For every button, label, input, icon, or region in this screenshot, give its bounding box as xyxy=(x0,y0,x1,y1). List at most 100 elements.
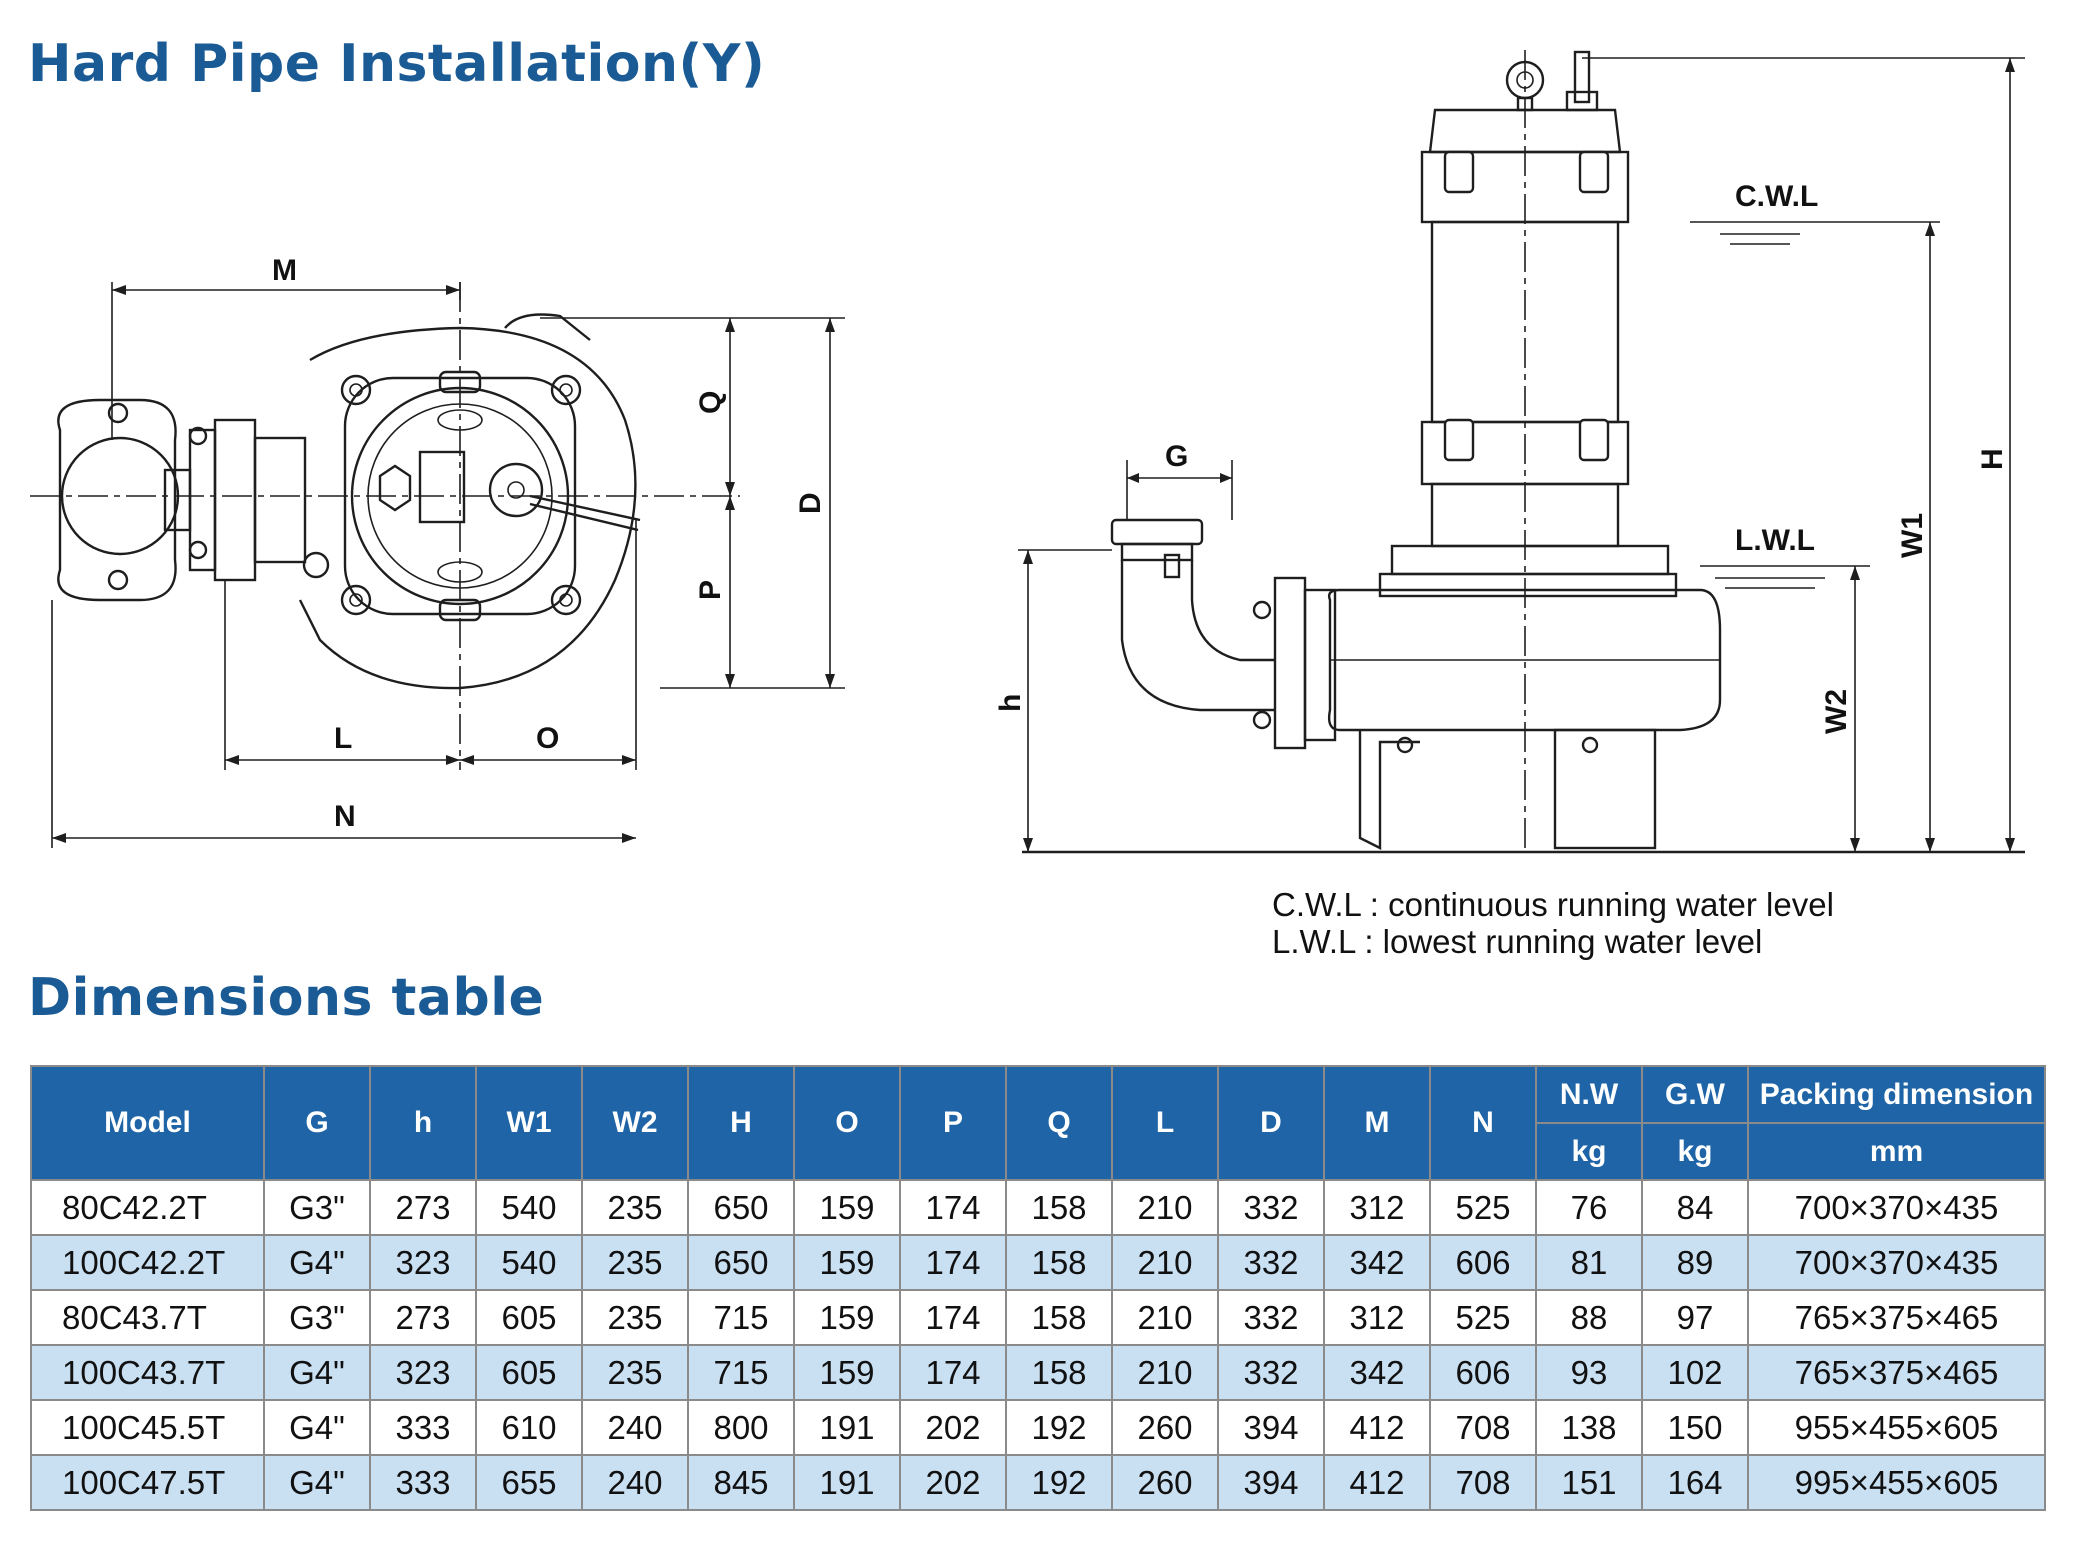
header-model: Model xyxy=(30,1065,265,1181)
table-cell: 191 xyxy=(793,1399,901,1456)
table-cell: 191 xyxy=(793,1454,901,1511)
table-cell: 610 xyxy=(475,1399,583,1456)
table-cell: 273 xyxy=(369,1289,477,1346)
table-cell: 159 xyxy=(793,1179,901,1236)
table-cell: 159 xyxy=(793,1344,901,1401)
installation-drawing: M Q P D L O N xyxy=(30,50,2025,854)
label-G: G xyxy=(1165,440,1188,473)
header-Q: Q xyxy=(1005,1065,1113,1181)
table-cell: 323 xyxy=(369,1234,477,1291)
table-cell: 210 xyxy=(1111,1289,1219,1346)
table-cell: 102 xyxy=(1641,1344,1749,1401)
header-nw-unit: kg xyxy=(1535,1122,1643,1181)
table-cell: 342 xyxy=(1323,1344,1431,1401)
model-cell: 100C45.5T xyxy=(30,1399,265,1456)
table-cell: 158 xyxy=(1005,1289,1113,1346)
model-cell: 100C43.7T xyxy=(30,1344,265,1401)
table-cell: 260 xyxy=(1111,1454,1219,1511)
label-H: H xyxy=(1976,448,2009,470)
table-cell: 150 xyxy=(1641,1399,1749,1456)
table-cell: 174 xyxy=(899,1344,1007,1401)
table-cell: 605 xyxy=(475,1344,583,1401)
table-cell: 655 xyxy=(475,1454,583,1511)
model-cell: 80C43.7T xyxy=(30,1289,265,1346)
table-cell: 955×455×605 xyxy=(1747,1399,2046,1456)
label-D: D xyxy=(794,492,827,514)
header-G: G xyxy=(263,1065,371,1181)
table-cell: 273 xyxy=(369,1179,477,1236)
table-cell: 202 xyxy=(899,1399,1007,1456)
header-nw: N.W xyxy=(1535,1065,1643,1124)
table-cell: 605 xyxy=(475,1289,583,1346)
table-cell: 650 xyxy=(687,1234,795,1291)
table-cell: 412 xyxy=(1323,1399,1431,1456)
table-cell: 158 xyxy=(1005,1234,1113,1291)
header-packing: Packing dimension xyxy=(1747,1065,2046,1124)
header-packing-unit: mm xyxy=(1747,1122,2046,1181)
label-M: M xyxy=(272,254,297,287)
table-cell: 235 xyxy=(581,1179,689,1236)
header-gw: G.W xyxy=(1641,1065,1749,1124)
section-title-dimensions: Dimensions table xyxy=(28,968,545,1028)
table-cell: 202 xyxy=(899,1454,1007,1511)
table-cell: 323 xyxy=(369,1344,477,1401)
table-cell: G4" xyxy=(263,1344,371,1401)
table-cell: 235 xyxy=(581,1344,689,1401)
label-lwl: L.W.L xyxy=(1735,524,1815,557)
table-cell: 650 xyxy=(687,1179,795,1236)
table-cell: G4" xyxy=(263,1234,371,1291)
table-cell: 93 xyxy=(1535,1344,1643,1401)
table-cell: 394 xyxy=(1217,1454,1325,1511)
table-cell: 158 xyxy=(1005,1344,1113,1401)
table-cell: 235 xyxy=(581,1289,689,1346)
table-cell: 525 xyxy=(1429,1289,1537,1346)
table-cell: 210 xyxy=(1111,1344,1219,1401)
header-gw-unit: kg xyxy=(1641,1122,1749,1181)
table-cell: 332 xyxy=(1217,1179,1325,1236)
table-cell: 765×375×465 xyxy=(1747,1289,2046,1346)
table-cell: 164 xyxy=(1641,1454,1749,1511)
section-title-installation: Hard Pipe Installation(Y) xyxy=(28,34,766,94)
table-cell: 995×455×605 xyxy=(1747,1454,2046,1511)
table-cell: 174 xyxy=(899,1179,1007,1236)
header-P: P xyxy=(899,1065,1007,1181)
table-cell: 159 xyxy=(793,1289,901,1346)
table-cell: 525 xyxy=(1429,1179,1537,1236)
table-cell: 394 xyxy=(1217,1399,1325,1456)
table-cell: 332 xyxy=(1217,1289,1325,1346)
table-cell: 81 xyxy=(1535,1234,1643,1291)
table-cell: 606 xyxy=(1429,1344,1537,1401)
table-header: Model G h W1 W2 H O P Q L D M N N.W G.W … xyxy=(30,1065,2046,1181)
table-cell: 210 xyxy=(1111,1179,1219,1236)
header-N: N xyxy=(1429,1065,1537,1181)
label-O: O xyxy=(536,722,559,755)
table-cell: 174 xyxy=(899,1289,1007,1346)
table-cell: 606 xyxy=(1429,1234,1537,1291)
header-D: D xyxy=(1217,1065,1325,1181)
table-cell: 235 xyxy=(581,1234,689,1291)
header-L: L xyxy=(1111,1065,1219,1181)
table-cell: 540 xyxy=(475,1179,583,1236)
label-P: P xyxy=(694,580,727,600)
table-cell: 210 xyxy=(1111,1234,1219,1291)
table-cell: 89 xyxy=(1641,1234,1749,1291)
label-L: L xyxy=(334,722,352,755)
table-cell: 342 xyxy=(1323,1234,1431,1291)
table-cell: 333 xyxy=(369,1399,477,1456)
table-cell: G4" xyxy=(263,1399,371,1456)
model-cell: 80C42.2T xyxy=(30,1179,265,1236)
table-cell: 412 xyxy=(1323,1454,1431,1511)
legend-lwl: L.W.L : lowest running water level xyxy=(1272,923,1763,960)
table-cell: G3" xyxy=(263,1179,371,1236)
table-cell: 708 xyxy=(1429,1399,1537,1456)
table-cell: 700×370×435 xyxy=(1747,1179,2046,1236)
header-h: h xyxy=(369,1065,477,1181)
label-h: h xyxy=(994,694,1027,712)
table-cell: 97 xyxy=(1641,1289,1749,1346)
table-cell: 333 xyxy=(369,1454,477,1511)
table-cell: 151 xyxy=(1535,1454,1643,1511)
